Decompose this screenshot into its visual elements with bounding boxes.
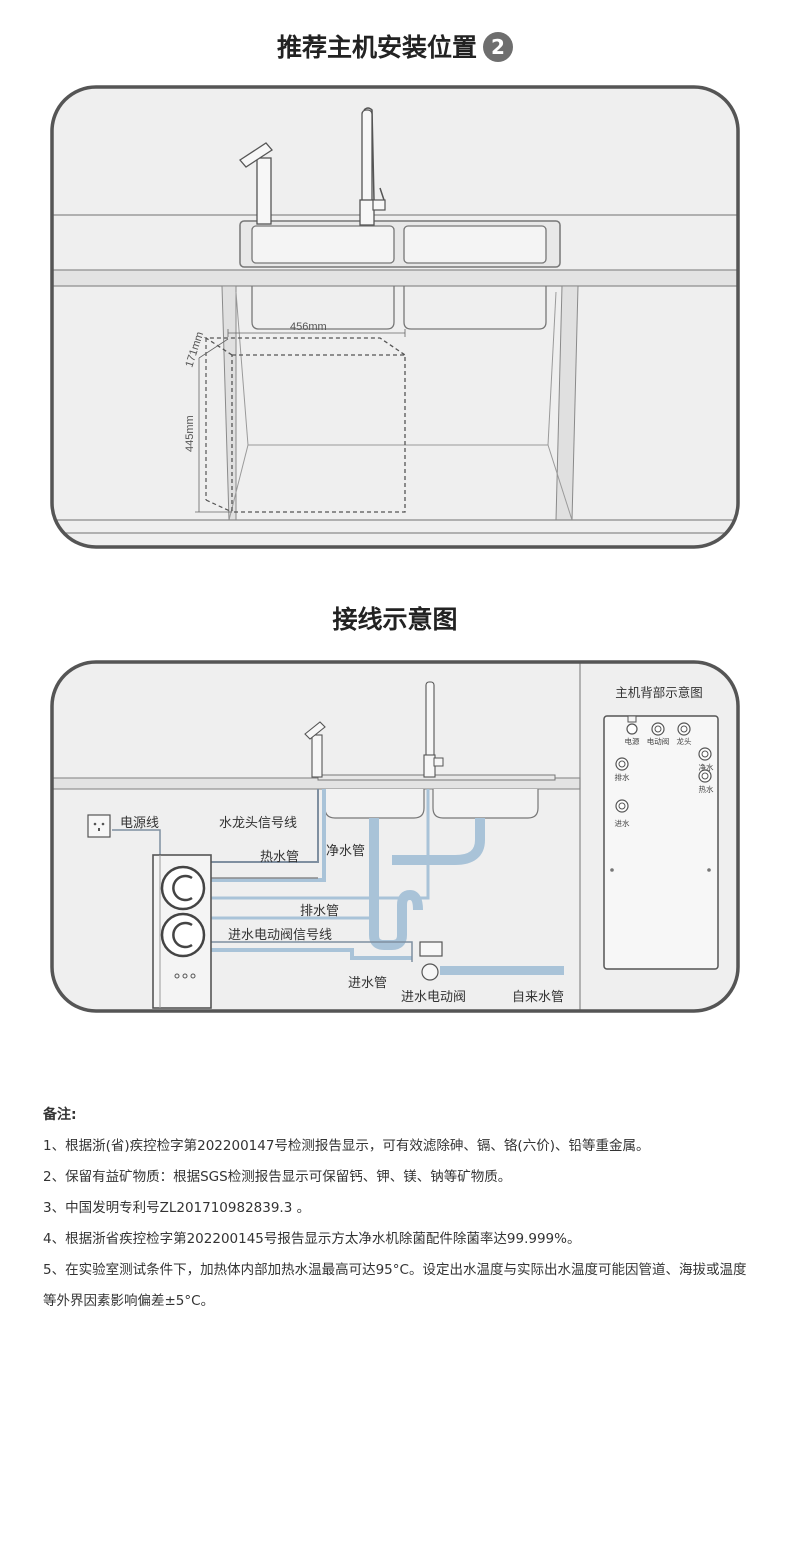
- inlet-pipe-label: 进水管: [348, 976, 387, 991]
- section-title-wiring: 接线示意图: [0, 600, 790, 636]
- port-pure-label: 净水: [699, 762, 714, 772]
- hot-water-pipe-label: 热水管: [260, 850, 299, 865]
- notes-section: 备注: 1、根据浙(省)疾控检字第202200147号检测报告显示，可有效滤除砷…: [43, 1100, 753, 1317]
- notes-title: 备注:: [43, 1107, 77, 1123]
- note-item-1: 1、根据浙(省)疾控检字第202200147号检测报告显示，可有效滤除砷、镉、铬…: [43, 1138, 650, 1154]
- install-position-diagram: 456mm 171mm 445mm: [50, 85, 740, 549]
- port-inlet-label: 进水: [615, 818, 630, 828]
- title-text: 推荐主机安装位置: [276, 33, 477, 62]
- back-panel-title: 主机背部示意图: [615, 685, 703, 700]
- tap-water-pipe-label: 自来水管: [512, 990, 564, 1005]
- note-item-4: 4、根据浙省疾控检字第202200145号报告显示方太净水机除菌配件除菌率达99…: [43, 1231, 581, 1247]
- inlet-valve-signal-label: 进水电动阀信号线: [228, 928, 332, 943]
- port-power-label: 电源: [625, 736, 640, 746]
- inlet-valve-label: 进水电动阀: [401, 990, 466, 1005]
- step-number-badge: 2: [483, 32, 513, 62]
- port-valve-label: 电动阀: [647, 736, 670, 746]
- note-item-3: 3、中国发明专利号ZL201710982839.3 。: [43, 1200, 311, 1216]
- port-drain-label: 排水: [615, 772, 630, 782]
- note-item-2: 2、保留有益矿物质：根据SGS检测报告显示可保留钙、钾、镁、钠等矿物质。: [43, 1169, 512, 1185]
- faucet-signal-label: 水龙头信号线: [219, 816, 297, 831]
- note-item-5: 5、在实验室测试条件下，加热体内部加热水温最高可达95°C。设定出水温度与实际出…: [43, 1262, 747, 1309]
- drain-pipe-label: 排水管: [300, 904, 339, 919]
- port-hot-label: 热水: [699, 784, 714, 794]
- pure-water-pipe-label: 净水管: [326, 844, 365, 859]
- port-faucet-label: 龙头: [677, 736, 692, 746]
- dim-width-label: 456mm: [290, 321, 327, 333]
- power-cord-label: 电源线: [120, 816, 159, 831]
- dim-height-label: 445mm: [184, 415, 196, 452]
- title-text: 接线示意图: [332, 605, 458, 634]
- wiring-diagram: 电源 电动阀 龙头 排水 净水 热水 进水 主机背部示意图 电源线 水龙头信号线…: [50, 660, 740, 1013]
